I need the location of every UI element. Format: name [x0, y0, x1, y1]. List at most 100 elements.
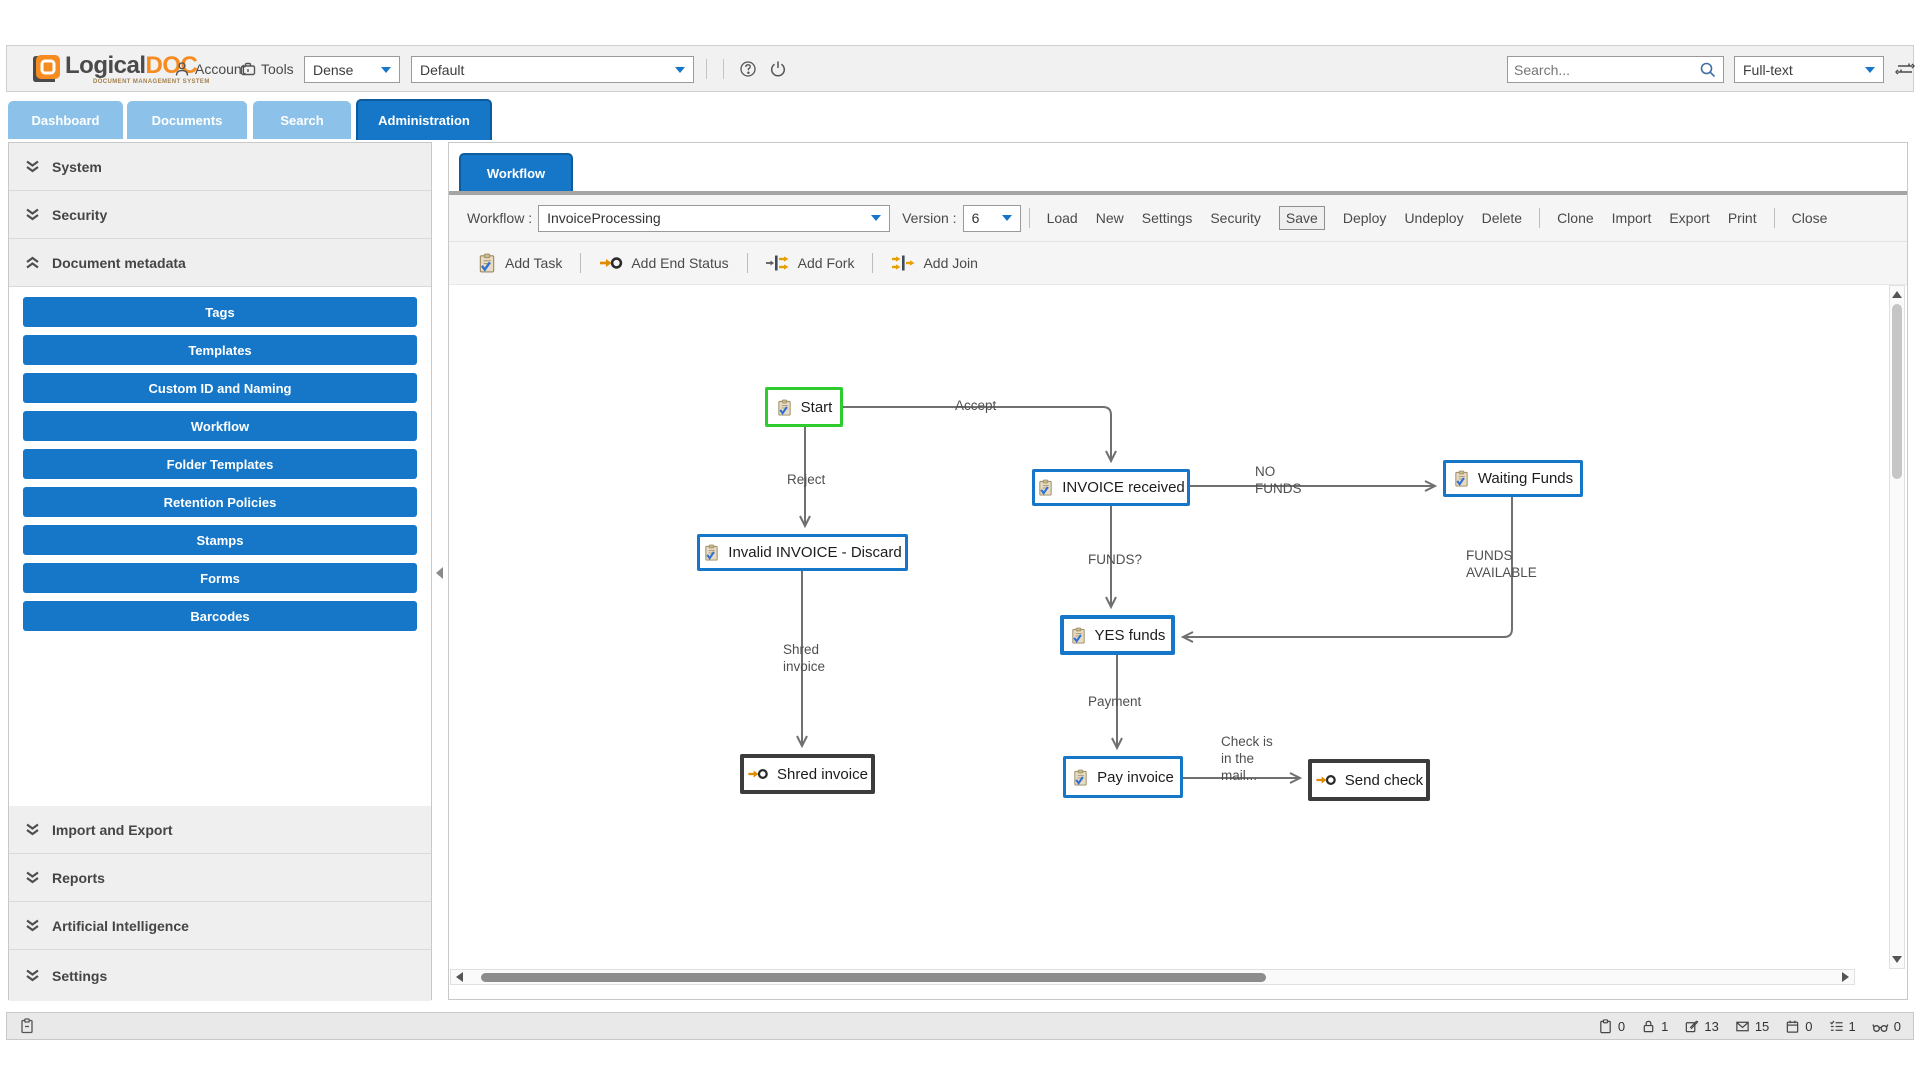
security-button[interactable]: Security — [1210, 210, 1261, 226]
undeploy-button[interactable]: Undeploy — [1404, 210, 1464, 226]
tools-button[interactable]: Tools — [240, 58, 294, 80]
deploy-button[interactable]: Deploy — [1342, 210, 1387, 226]
envelope-counter[interactable]: 15 — [1735, 1019, 1769, 1034]
sidebar-section-import-export[interactable]: Import and Export — [9, 806, 431, 854]
tab-documents[interactable]: Documents — [127, 101, 247, 139]
clipboard-icon[interactable] — [19, 1018, 35, 1034]
node-waiting-funds[interactable]: Waiting Funds — [1443, 460, 1583, 497]
scroll-right-arrow-icon[interactable] — [1842, 972, 1849, 982]
clone-button[interactable]: Clone — [1557, 210, 1594, 226]
clipboard-counter[interactable]: 0 — [1598, 1019, 1625, 1034]
end-status-icon — [1315, 773, 1337, 787]
task-icon — [703, 544, 720, 561]
checklist-counter[interactable]: 1 — [1829, 1019, 1856, 1034]
calendar-counter[interactable]: 0 — [1785, 1019, 1813, 1034]
swap-arrows-icon — [1895, 61, 1915, 77]
sidebar-section-artificial-intelligence[interactable]: Artificial Intelligence — [9, 902, 431, 950]
chevron-down-icon — [1001, 215, 1012, 221]
glasses-counter[interactable]: 0 — [1872, 1019, 1901, 1034]
tab-administration[interactable]: Administration — [356, 99, 492, 140]
export-button[interactable]: Export — [1669, 210, 1710, 226]
join-icon — [891, 254, 915, 272]
sidebar-item-workflow[interactable]: Workflow — [23, 411, 417, 441]
version-select[interactable]: 6 — [962, 204, 1021, 232]
chevron-double-down-icon — [25, 919, 40, 932]
node-start[interactable]: Start — [765, 387, 843, 427]
horizontal-scroll-thumb[interactable] — [481, 973, 1266, 982]
sidebar-item-forms[interactable]: Forms — [23, 563, 417, 593]
sidebar-item-tags[interactable]: Tags — [23, 297, 417, 327]
add-task-button[interactable]: Add Task — [477, 253, 562, 273]
lock-icon — [1641, 1019, 1656, 1034]
help-icon — [739, 60, 757, 78]
workflow-selector-label: Workflow : — [467, 210, 533, 226]
tab-workflow-inner[interactable]: Workflow — [459, 153, 573, 191]
vertical-scroll-thumb[interactable] — [1892, 304, 1902, 479]
add-join-button[interactable]: Add Join — [891, 254, 978, 272]
sidebar-item-folder-templates[interactable]: Folder Templates — [23, 449, 417, 479]
sidebar-item-retention-policies[interactable]: Retention Policies — [23, 487, 417, 517]
help-button[interactable] — [739, 58, 757, 80]
sidebar-section-system[interactable]: System — [9, 143, 431, 191]
sidebar-item-custom-id[interactable]: Custom ID and Naming — [23, 373, 417, 403]
search-options-button[interactable] — [1895, 58, 1915, 80]
node-send-check[interactable]: Send check — [1308, 759, 1430, 801]
divider — [746, 253, 748, 273]
workflow-select[interactable]: InvoiceProcessing — [538, 204, 891, 232]
density-select[interactable]: Dense — [304, 56, 400, 83]
scroll-up-arrow-icon[interactable] — [1892, 291, 1902, 298]
tools-icon — [240, 61, 256, 77]
close-button[interactable]: Close — [1791, 210, 1828, 226]
sidebar-collapse-handle[interactable] — [433, 560, 445, 586]
tab-dashboard[interactable]: Dashboard — [8, 101, 123, 139]
task-icon — [776, 399, 793, 416]
workflow-canvas[interactable]: Accept Reject NO FUNDS FUNDS? FUNDS AVAI… — [450, 285, 1871, 969]
task-icon — [1072, 769, 1089, 786]
tab-search[interactable]: Search — [253, 101, 351, 139]
save-button[interactable]: Save — [1278, 206, 1325, 230]
logout-button[interactable] — [769, 58, 787, 80]
add-fork-button[interactable]: Add Fork — [765, 254, 854, 272]
admin-sidebar: System Security Document metadata Tags T… — [8, 142, 432, 1001]
chevron-double-down-icon — [25, 823, 40, 836]
delete-button[interactable]: Delete — [1481, 210, 1523, 226]
brand-tagline: DOCUMENT MANAGEMENT SYSTEM — [93, 79, 210, 85]
sidebar-item-stamps[interactable]: Stamps — [23, 525, 417, 555]
new-button[interactable]: New — [1095, 210, 1124, 226]
horizontal-scrollbar[interactable] — [450, 969, 1855, 985]
node-yes-funds[interactable]: YES funds — [1060, 615, 1175, 655]
sidebar-section-reports[interactable]: Reports — [9, 854, 431, 902]
workflow-panel: Workflow Workflow : InvoiceProcessing Ve… — [448, 142, 1908, 1000]
settings-button[interactable]: Settings — [1141, 210, 1193, 226]
edge-label-shred-invoice: Shred invoice — [783, 642, 826, 674]
load-button[interactable]: Load — [1046, 210, 1078, 226]
sidebar-section-document-metadata[interactable]: Document metadata — [9, 239, 431, 287]
sidebar-item-barcodes[interactable]: Barcodes — [23, 601, 417, 631]
add-end-status-button[interactable]: Add End Status — [599, 255, 729, 271]
tab-underline — [449, 191, 1907, 195]
sidebar-section-settings[interactable]: Settings — [9, 950, 431, 1001]
search-input[interactable] — [1514, 61, 1699, 78]
scroll-left-arrow-icon[interactable] — [456, 972, 463, 982]
edit-counter[interactable]: 13 — [1684, 1019, 1719, 1034]
account-button[interactable]: Account — [174, 58, 246, 80]
vertical-scrollbar[interactable] — [1889, 285, 1905, 969]
node-shred-invoice[interactable]: Shred invoice — [740, 754, 875, 794]
print-button[interactable]: Print — [1727, 210, 1757, 226]
search-mode-select[interactable]: Full-text — [1734, 56, 1884, 83]
import-button[interactable]: Import — [1611, 210, 1652, 226]
sidebar-item-templates[interactable]: Templates — [23, 335, 417, 365]
task-icon — [1070, 627, 1087, 644]
node-pay-invoice[interactable]: Pay invoice — [1063, 756, 1183, 798]
divider — [872, 253, 874, 273]
sidebar-section-security[interactable]: Security — [9, 191, 431, 239]
lock-counter[interactable]: 1 — [1641, 1019, 1668, 1034]
search-icon[interactable] — [1699, 61, 1717, 79]
skin-select[interactable]: Default — [411, 56, 694, 83]
end-status-icon — [747, 767, 769, 781]
node-invoice-received[interactable]: INVOICE received — [1032, 469, 1190, 506]
scroll-down-arrow-icon[interactable] — [1892, 956, 1902, 963]
status-counters: 0 1 13 15 0 — [1598, 1019, 1901, 1034]
node-invalid-invoice-discard[interactable]: Invalid INVOICE - Discard — [697, 534, 908, 571]
chevron-double-down-icon — [25, 160, 40, 173]
